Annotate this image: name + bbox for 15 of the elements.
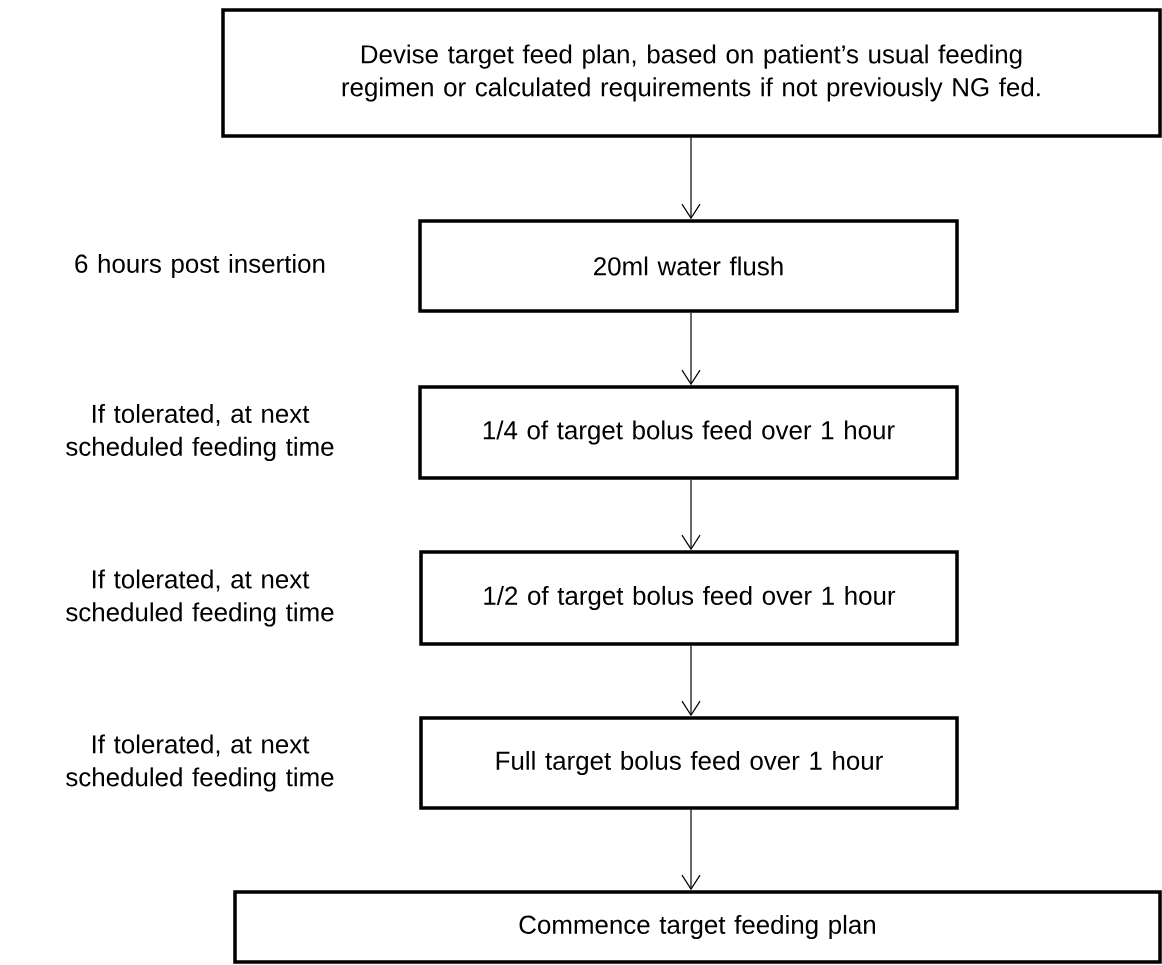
arrow bbox=[681, 137, 701, 220]
side-note: If tolerated, at next scheduled feeding time bbox=[66, 404, 334, 461]
arrow bbox=[681, 312, 701, 386]
arrow bbox=[681, 809, 701, 891]
process-box: 1/4 of target bolus feed over 1 hour bbox=[418, 385, 959, 480]
side-note: If tolerated, at next scheduled feeding time bbox=[66, 734, 334, 792]
arrow bbox=[681, 479, 701, 551]
side-note: If tolerated, at next scheduled feeding time bbox=[66, 569, 334, 627]
process-box: Commence target feeding plan bbox=[233, 890, 1162, 964]
process-box: Full target bolus feed over 1 hour bbox=[419, 716, 959, 810]
arrow bbox=[681, 645, 701, 717]
side-note: 6 hours post insertion bbox=[75, 253, 325, 279]
process-box: 1/2 of target bolus feed over 1 hour bbox=[419, 550, 959, 646]
process-box: 20ml water flush bbox=[418, 219, 959, 313]
process-box: Devise target feed plan, based on patient’s usual feeding regimen or calculated requirements if not previously NG fed. bbox=[221, 8, 1162, 138]
